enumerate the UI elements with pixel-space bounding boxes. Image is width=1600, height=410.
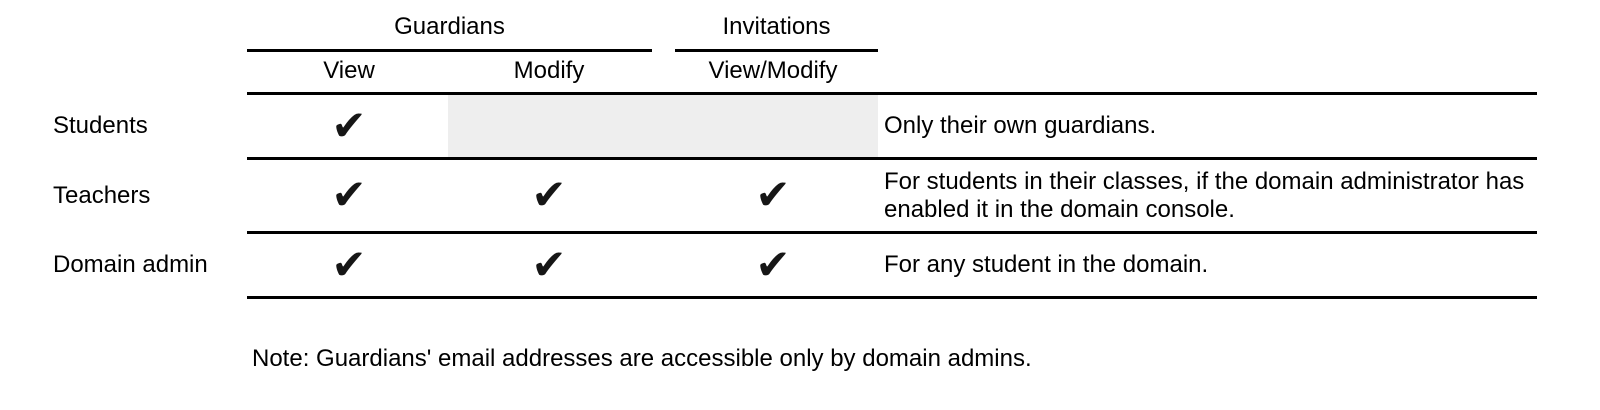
column-group-guardians: Guardians bbox=[394, 13, 505, 40]
row-label-teachers: Teachers bbox=[53, 182, 151, 209]
check-icon: ✔ bbox=[755, 240, 791, 289]
check-icon: ✔ bbox=[331, 101, 367, 150]
check-icon: ✔ bbox=[331, 240, 367, 289]
table-rule-after-teachers bbox=[247, 231, 1537, 234]
check-icon: ✔ bbox=[755, 170, 791, 219]
column-header-view: View bbox=[323, 57, 375, 84]
check-icon: ✔ bbox=[531, 240, 567, 289]
row-label-domain-admin: Domain admin bbox=[53, 251, 208, 278]
row-note-students: Only their own guardians. bbox=[884, 112, 1157, 139]
table-rule-after-students bbox=[247, 157, 1537, 160]
row-note-teachers: For students in their classes, if the do… bbox=[884, 168, 1525, 223]
footnote: Note: Guardians' email addresses are acc… bbox=[252, 345, 1032, 372]
row-label-students: Students bbox=[53, 112, 148, 139]
table-rule-bottom bbox=[247, 296, 1537, 299]
invitations-underline bbox=[675, 49, 878, 52]
column-group-invitations: Invitations bbox=[722, 13, 831, 40]
guardians-underline bbox=[247, 49, 652, 52]
column-header-view-modify: View/Modify bbox=[708, 57, 838, 84]
students-not-applicable-cell bbox=[448, 95, 878, 157]
column-header-modify: Modify bbox=[513, 57, 585, 84]
check-icon: ✔ bbox=[331, 170, 367, 219]
table-rule-top bbox=[247, 92, 1537, 95]
check-icon: ✔ bbox=[531, 170, 567, 219]
row-note-domain-admin: For any student in the domain. bbox=[884, 251, 1209, 278]
